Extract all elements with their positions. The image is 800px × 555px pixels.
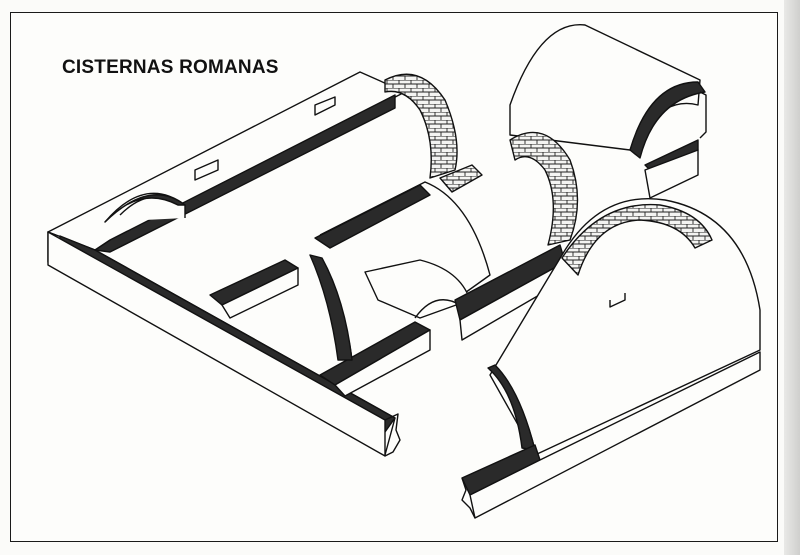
page-edge-shadow (784, 0, 800, 555)
brick-arch-top (384, 73, 483, 193)
right-cistern-vault (461, 198, 761, 519)
brick-arch-middle (509, 131, 579, 246)
left-cistern-walls (47, 71, 431, 457)
diagram-title: CISTERNAS ROMANAS (62, 57, 279, 78)
upper-right-vault (509, 24, 707, 199)
